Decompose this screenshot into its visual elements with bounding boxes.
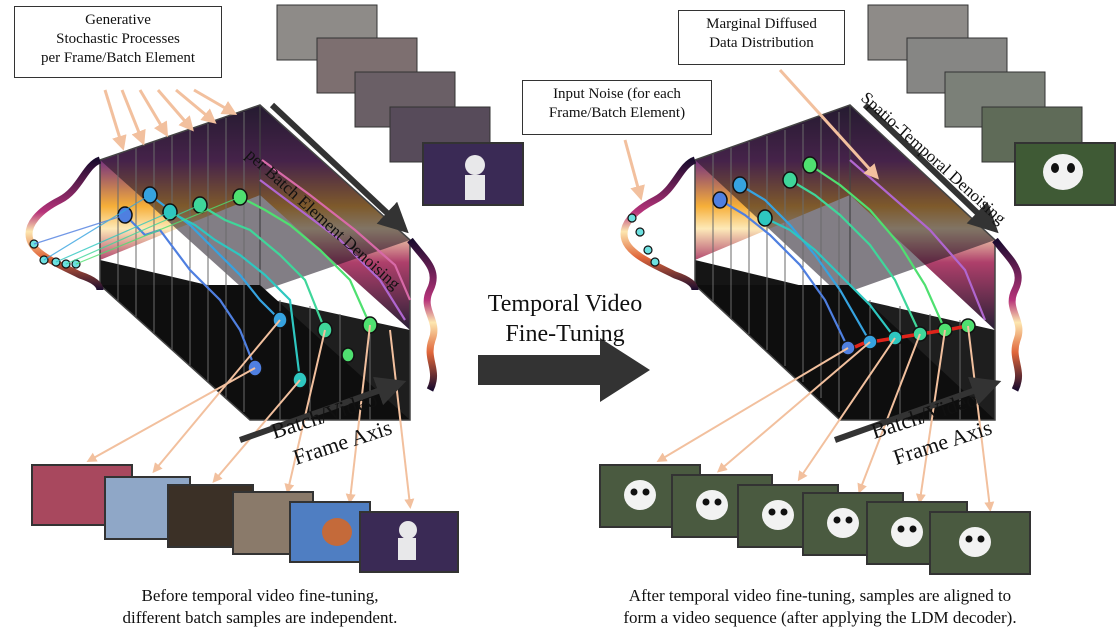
right-cube [620,68,1023,512]
input-noise-label: Input Noise (for each Frame/Batch Elemen… [522,80,712,135]
fine-tuning-arrow [478,338,650,402]
right-denoise-image-stack [867,4,1116,206]
marginal-distribution-label: Marginal Diffused Data Distribution [678,10,845,65]
right-caption-line2: form a video sequence (after applying th… [623,608,1017,627]
right-sample-images [599,464,1031,575]
fine-tuning-label-line1: Temporal Video [487,291,643,317]
left-caption-line1: Before temporal video fine-tuning, [141,586,379,605]
left-denoise-image-stack [276,4,524,206]
left-caption-line2: different batch samples are independent. [122,608,398,627]
right-caption-line1: After temporal video fine-tuning, sample… [628,586,1012,605]
left-sample-images [31,464,459,573]
fine-tuning-label-line2: Fine-Tuning [505,321,625,347]
generative-process-label: Generative Stochastic Processes per Fram… [14,6,222,78]
left-cube [25,88,438,509]
